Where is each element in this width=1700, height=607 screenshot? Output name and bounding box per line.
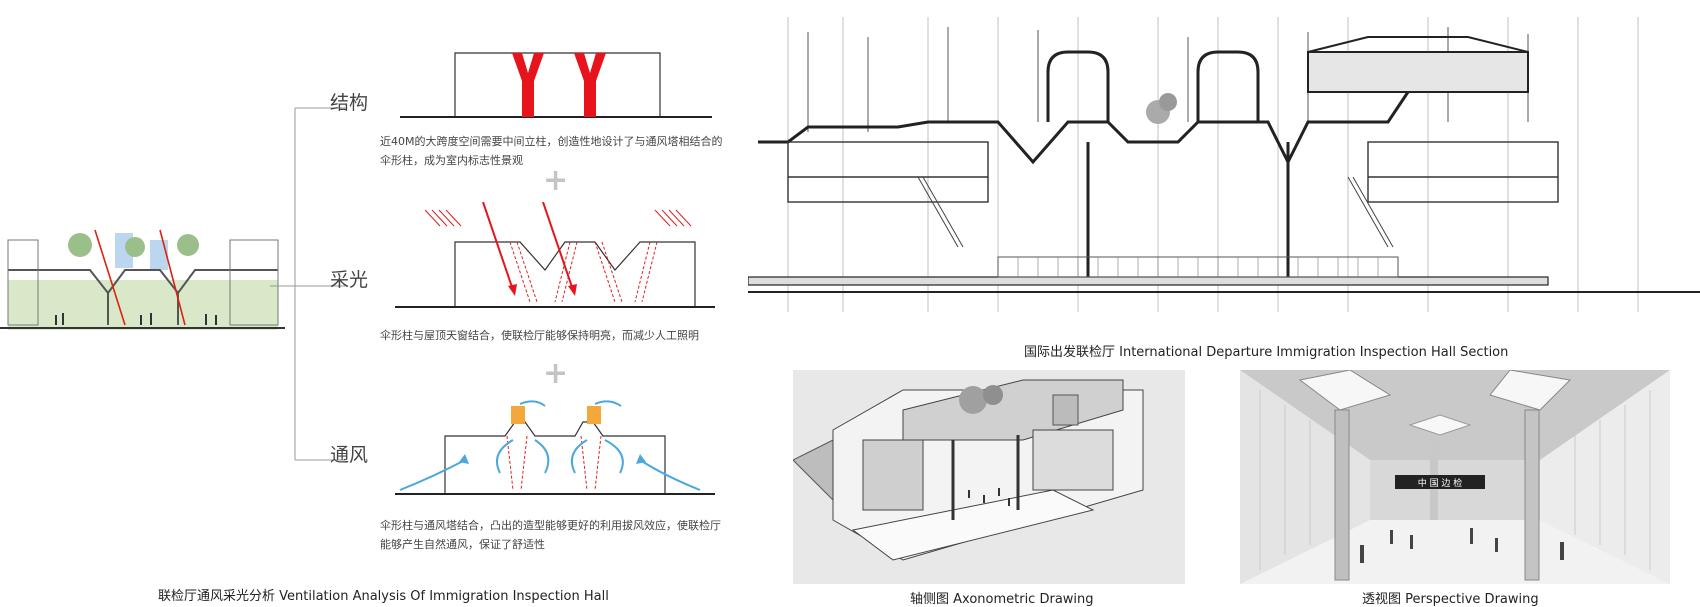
section-drawing-caption: 国际出发联检厅 International Departure Immigrat… (1024, 345, 1509, 360)
lighting-diagram (395, 202, 715, 308)
category-structure-label: 结构 (330, 92, 369, 114)
plus-icon-1: + (543, 163, 569, 198)
structure-description: 近40M的大跨度空间需要中间立柱，创造性地设计了与通风塔相结合的伞形柱，成为室内… (380, 135, 723, 167)
axonometric-caption: 轴侧图 Axonometric Drawing (910, 592, 1094, 607)
category-lighting-label: 采光 (330, 269, 369, 291)
category-ventilation-label: 通风 (330, 444, 369, 466)
perspective-caption: 透视图 Perspective Drawing (1362, 592, 1539, 607)
bracket-connector (270, 107, 345, 461)
ventilation-diagram (395, 400, 715, 495)
perspective-drawing: 中 国 边 检 (1240, 370, 1670, 584)
structure-diagram (400, 52, 712, 118)
plus-icon-2: + (543, 356, 569, 391)
lighting-description: 伞形柱与屋顶天窗结合，使联检厅能够保持明亮，而减少人工照明 (380, 329, 699, 342)
perspective-sign-text: 中 国 边 检 (1418, 477, 1463, 489)
ventilation-analysis-caption: 联检厅通风采光分析 Ventilation Analysis Of Immigr… (158, 589, 609, 604)
axonometric-drawing (793, 370, 1185, 584)
ventilation-description: 伞形柱与通风塔结合，凸出的造型能够更好的利用拔风效应，使联检厅能够产生自然通风，… (380, 519, 721, 551)
hall-section-thumbnail (0, 225, 285, 350)
hall-section-drawing (748, 12, 1700, 317)
